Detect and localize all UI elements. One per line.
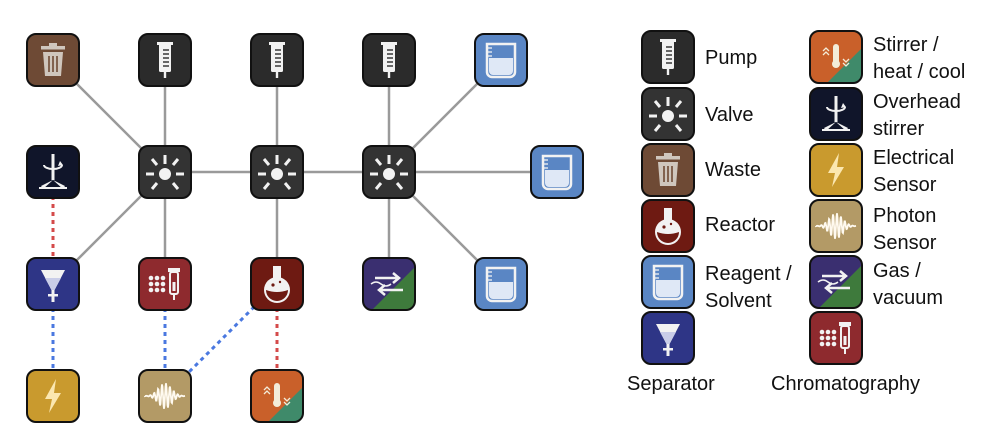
valve-icon bbox=[258, 155, 296, 190]
node-reagent-br bbox=[474, 257, 528, 311]
legend-reagent-swatch bbox=[641, 255, 695, 309]
legend-photon-swatch bbox=[809, 199, 863, 253]
node-stirrer-b bbox=[250, 369, 304, 423]
photon-icon bbox=[815, 213, 857, 239]
node-waste-tl bbox=[26, 33, 80, 87]
node-electrical-b bbox=[26, 369, 80, 423]
gas-icon bbox=[817, 270, 850, 294]
legend-photon-label: Photon Sensor bbox=[873, 205, 937, 254]
legend-chromatography-label: Chromatography bbox=[771, 373, 920, 395]
reagent-icon bbox=[541, 154, 573, 191]
reactor-icon bbox=[655, 208, 681, 245]
legend-separator-swatch bbox=[641, 311, 695, 365]
stirrer-icon bbox=[263, 383, 291, 407]
node-overhead-l bbox=[26, 145, 80, 199]
node-reagent-r bbox=[530, 145, 584, 199]
legend-reactor-swatch bbox=[641, 199, 695, 253]
node-gas-m bbox=[362, 257, 416, 311]
node-reactor-m bbox=[250, 257, 304, 311]
node-valve-3 bbox=[362, 145, 416, 199]
legend-valve-label: Valve bbox=[705, 104, 754, 126]
node-pump-3 bbox=[362, 33, 416, 87]
node-valve-1 bbox=[138, 145, 192, 199]
legend-valve-swatch bbox=[641, 87, 695, 141]
valve-icon bbox=[370, 155, 408, 190]
node-reagent-tr bbox=[474, 33, 528, 87]
legend-overhead-swatch bbox=[809, 87, 863, 141]
node-valve-2 bbox=[250, 145, 304, 199]
legend-electrical-swatch bbox=[809, 143, 863, 197]
legend-stirrer-label: Stirrer / heat / cool bbox=[873, 34, 966, 83]
separator-icon bbox=[656, 324, 680, 356]
legend-waste-swatch bbox=[641, 143, 695, 197]
valve-icon bbox=[649, 97, 687, 132]
legend-separator-label: Separator bbox=[627, 373, 715, 395]
legend-stirrer-swatch bbox=[809, 30, 863, 84]
photon-icon bbox=[144, 383, 186, 409]
pump-icon bbox=[157, 42, 173, 78]
node-separator-l bbox=[26, 257, 80, 311]
reactor-icon bbox=[264, 266, 290, 303]
legend-reactor-label: Reactor bbox=[705, 214, 776, 236]
electrical-icon bbox=[828, 153, 844, 187]
stirrer-icon bbox=[822, 44, 850, 68]
legend-electrical-label: Electrical Sensor bbox=[873, 147, 955, 196]
overhead-icon bbox=[39, 154, 67, 189]
gas-icon bbox=[370, 272, 403, 296]
legend-waste-label: Waste bbox=[705, 159, 761, 181]
valve-icon bbox=[146, 155, 184, 190]
electrical-icon bbox=[45, 379, 61, 413]
legend-gas-label: Gas / vacuum bbox=[873, 260, 944, 309]
node-pump-1 bbox=[138, 33, 192, 87]
legend-pump-label: Pump bbox=[705, 47, 758, 69]
legend-overhead-label: Overhead stirrer bbox=[873, 91, 961, 140]
reagent-icon bbox=[652, 264, 684, 301]
edges-layer bbox=[51, 59, 557, 398]
legend-pump-swatch bbox=[641, 30, 695, 84]
pump-icon bbox=[381, 42, 397, 78]
reagent-icon bbox=[485, 42, 517, 79]
node-photon-b bbox=[138, 369, 192, 423]
chromatography-icon bbox=[819, 322, 851, 354]
pump-icon bbox=[269, 42, 285, 78]
node-pump-2 bbox=[250, 33, 304, 87]
waste-icon bbox=[41, 43, 65, 76]
legend-icons-layer bbox=[641, 30, 863, 365]
reagent-icon bbox=[485, 266, 517, 303]
pump-icon bbox=[660, 39, 676, 75]
legend-chromatography-swatch bbox=[809, 311, 863, 365]
node-chromatography-m bbox=[138, 257, 192, 311]
chromatography-icon bbox=[148, 268, 180, 300]
waste-icon bbox=[656, 153, 680, 186]
nodes-layer bbox=[26, 33, 584, 423]
legend-gas-swatch bbox=[809, 255, 863, 309]
legend-reagent-label: Reagent / Solvent bbox=[705, 263, 792, 312]
separator-icon bbox=[41, 270, 65, 302]
overhead-icon bbox=[822, 96, 850, 131]
